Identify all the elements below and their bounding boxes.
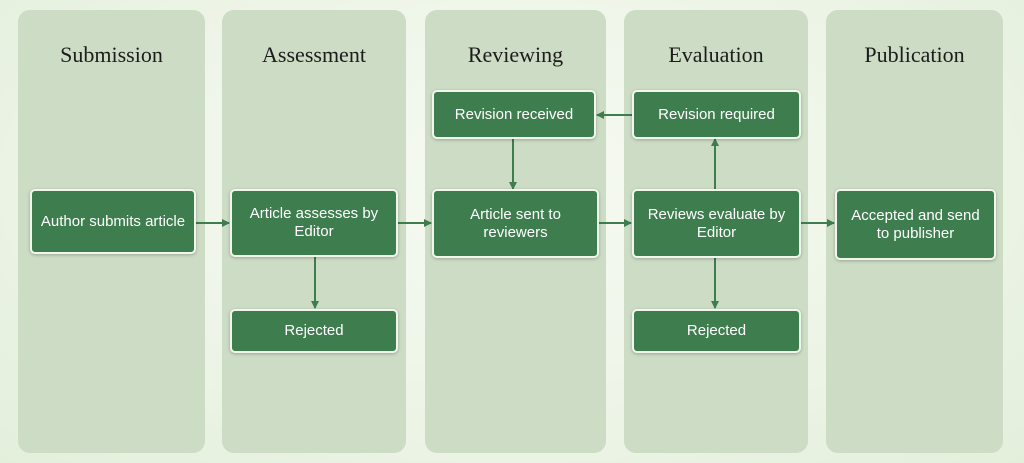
lane-title-publication: Publication	[864, 42, 965, 67]
box-revision-received: Revision received	[432, 90, 596, 139]
box-rejected-assessment: Rejected	[230, 309, 398, 353]
lane-title-reviewing: Reviewing	[467, 42, 564, 67]
box-article-sent-to-reviewers: Article sent to reviewers	[432, 189, 599, 258]
box-article-assessed-by-editor: Article assesses by Editor	[230, 189, 398, 257]
lane-title-evaluation: Evaluation	[668, 42, 764, 67]
box-rejected-evaluation: Rejected	[632, 309, 801, 353]
box-revision-required: Revision required	[632, 90, 801, 139]
box-reviews-evaluated-by-editor: Reviews evaluate by Editor	[632, 189, 801, 258]
box-author-submits-article: Author submits article	[30, 189, 196, 254]
box-accepted-send-to-publisher: Accepted and send to publisher	[835, 189, 996, 260]
lane-title-submission: Submission	[60, 42, 163, 67]
lane-title-assessment: Assessment	[262, 42, 366, 67]
